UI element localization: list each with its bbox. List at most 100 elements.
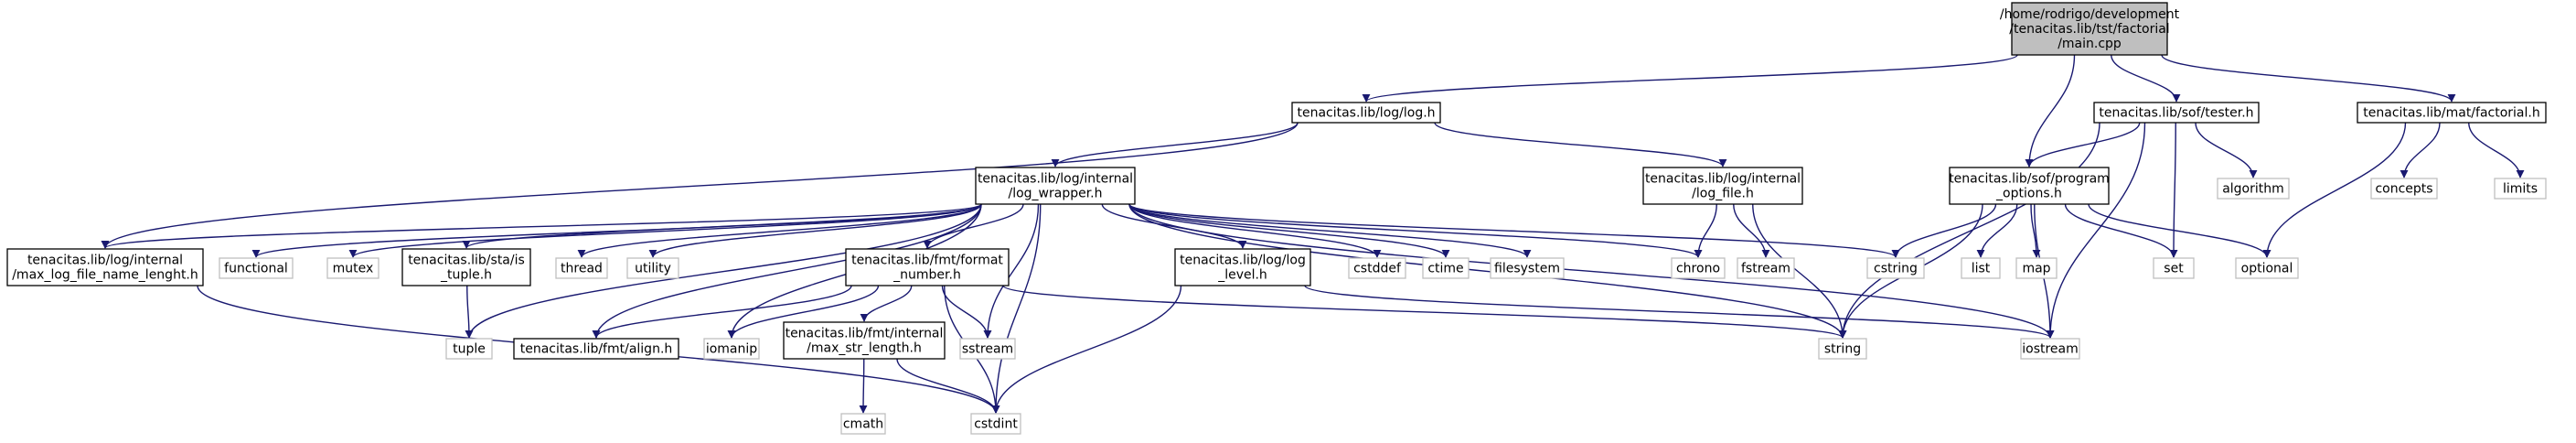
node-label-functional-line-0: functional (224, 262, 288, 276)
node-label-mutex-line-0: mutex (333, 262, 374, 276)
node-label-filesystem-line-0: filesystem (1494, 262, 1560, 276)
node-label-factorial_h-line-0: tenacitas.lib/mat/factorial.h (2363, 106, 2539, 121)
node-max_str_length_h[interactable]: tenacitas.lib/fmt/internal/max_str_lengt… (783, 321, 946, 360)
node-box-tuple (445, 338, 493, 360)
node-label-chrono-line-0: chrono (1676, 262, 1720, 276)
nodes-layer: /home/rodrigo/development/tenacitas.lib/… (6, 2, 2547, 435)
edge-log_file_h-to-chrono (1694, 203, 1717, 258)
node-label-limits-line-0: limits (2503, 182, 2538, 197)
node-ctime: ctime (1422, 257, 1470, 279)
node-label-optional-line-0: optional (2241, 262, 2293, 276)
node-thread: thread (555, 257, 608, 279)
edge-log_level_h-to-cstdint (991, 285, 1182, 414)
node-label-log_wrapper_h-line-0: tenacitas.lib/log/internal (978, 172, 1133, 187)
node-label-cstdint-line-0: cstdint (974, 417, 1018, 432)
edge-log_level_h-to-iostream (1304, 285, 2055, 339)
node-label-concepts-line-0: concepts (2375, 182, 2432, 197)
node-iomanip: iomanip (703, 338, 760, 360)
node-label-main-line-2: /main.cpp (2058, 37, 2122, 51)
edge-main-to-log_h (1362, 54, 2018, 103)
edge-program_options_h-to-optional (2088, 203, 2271, 258)
edge-log_wrapper_h-to-iostream (1128, 203, 2055, 339)
edge-log_wrapper_h-to-cstdint (991, 203, 1042, 414)
node-box-factorial_h (2357, 102, 2547, 124)
node-label-main-line-0: /home/rodrigo/development (2000, 7, 2180, 22)
node-cstring: cstring (1866, 257, 1925, 279)
edges-layer (101, 54, 2525, 414)
node-box-set (2153, 257, 2195, 279)
node-label-utility-line-0: utility (635, 262, 671, 276)
node-main[interactable]: /home/rodrigo/development/tenacitas.lib/… (2000, 2, 2180, 56)
node-log_wrapper_h[interactable]: tenacitas.lib/log/internal/log_wrapper.h (975, 167, 1136, 205)
node-fstream: fstream (1737, 257, 1795, 279)
node-cstdint: cstdint (970, 413, 1021, 435)
node-concepts: concepts (2370, 178, 2438, 200)
node-box-cstring (1866, 257, 1925, 279)
node-box-concepts (2370, 178, 2438, 200)
node-log_level_h[interactable]: tenacitas.lib/log/log_level.h (1174, 248, 1311, 286)
edge-format_number_h-to-max_str_length_h (860, 285, 913, 322)
node-label-iomanip-line-0: iomanip (706, 342, 757, 357)
node-tester_h[interactable]: tenacitas.lib/sof/tester.h (2093, 102, 2260, 124)
node-label-align_h-line-0: tenacitas.lib/fmt/align.h (520, 342, 673, 357)
edge-main-to-tester_h (2111, 54, 2181, 103)
edge-program_options_h-to-set (2064, 203, 2178, 258)
edge-log_h-to-log_wrapper_h (1051, 122, 1299, 167)
node-box-utility (626, 257, 679, 279)
node-box-fstream (1737, 257, 1795, 279)
edge-format_number_h-to-iomanip (727, 285, 880, 339)
node-label-cstring-line-0: cstring (1874, 262, 1918, 276)
node-label-log_wrapper_h-line-1: /log_wrapper.h (1008, 187, 1102, 201)
node-label-log_file_h-line-1: /log_file.h (1692, 187, 1754, 201)
edge-is_tuple_h-to-tuple (465, 285, 474, 339)
node-label-cstddef-line-0: cstddef (1353, 262, 1402, 276)
node-label-fstream-line-0: fstream (1741, 262, 1790, 276)
node-limits: limits (2494, 178, 2547, 200)
node-factorial_h[interactable]: tenacitas.lib/mat/factorial.h (2357, 102, 2547, 124)
node-iostream: iostream (2020, 338, 2080, 360)
node-sstream: sstream (959, 338, 1016, 360)
node-box-log_wrapper_h (975, 167, 1136, 205)
node-label-log_h-line-0: tenacitas.lib/log/log.h (1297, 106, 1435, 121)
node-box-chrono (1671, 257, 1726, 279)
node-box-ctime (1422, 257, 1470, 279)
edge-factorial_h-to-concepts (2400, 122, 2441, 178)
edge-format_number_h-to-align_h (592, 285, 852, 339)
node-box-cmath (840, 413, 886, 435)
node-box-log_level_h (1174, 248, 1311, 286)
edge-tester_h-to-set (2169, 122, 2178, 258)
node-functional: functional (219, 257, 294, 279)
node-map: map (2015, 257, 2058, 279)
node-list: list (1961, 257, 2001, 279)
edge-format_number_h-to-string (1002, 285, 1847, 339)
node-box-filesystem (1490, 257, 1565, 279)
node-box-cstdint (970, 413, 1021, 435)
node-label-sstream-line-0: sstream (962, 342, 1013, 357)
edge-log_wrapper_h-to-max_log_h (101, 203, 982, 249)
node-tuple: tuple (445, 338, 493, 360)
node-format_number_h[interactable]: tenacitas.lib/fmt/format_number.h (845, 248, 1010, 286)
edge-log_wrapper_h-to-filesystem (1128, 203, 1532, 258)
node-filesystem: filesystem (1490, 257, 1565, 279)
edge-log_file_h-to-string (1752, 203, 1847, 339)
node-label-string-line-0: string (1824, 342, 1861, 357)
node-log_file_h[interactable]: tenacitas.lib/log/internal/log_file.h (1642, 167, 1803, 205)
node-box-iomanip (703, 338, 760, 360)
node-box-iostream (2020, 338, 2080, 360)
node-align_h[interactable]: tenacitas.lib/fmt/align.h (513, 338, 679, 360)
node-is_tuple_h[interactable]: tenacitas.lib/sta/is_tuple.h (401, 248, 531, 286)
node-box-limits (2494, 178, 2547, 200)
node-program_options_h[interactable]: tenacitas.lib/sof/program_options.h (1949, 167, 2110, 205)
node-max_log_h[interactable]: tenacitas.lib/log/internal/max_log_file_… (6, 248, 204, 286)
node-label-list-line-0: list (1972, 262, 1991, 276)
node-label-log_level_h-line-1: _level.h (1217, 268, 1267, 283)
node-label-algorithm-line-0: algorithm (2222, 182, 2284, 197)
node-label-is_tuple_h-line-0: tenacitas.lib/sta/is (408, 254, 525, 268)
edge-tester_h-to-string (1838, 122, 2100, 339)
edge-max_str_length_h-to-cstdint (896, 358, 1000, 414)
edge-program_options_h-to-map (2030, 203, 2041, 258)
node-log_h[interactable]: tenacitas.lib/log/log.h (1291, 102, 1441, 124)
node-box-map (2015, 257, 2058, 279)
node-label-format_number_h-line-1: _number.h (893, 268, 961, 283)
